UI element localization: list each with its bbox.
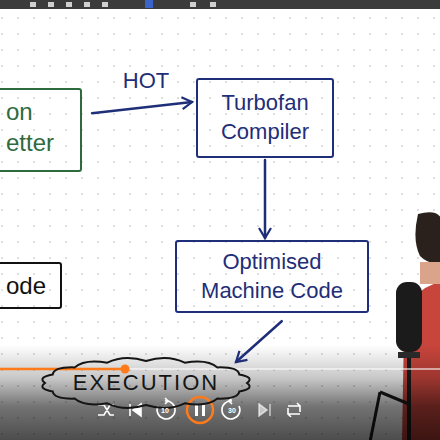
- arrow-connector: [236, 321, 282, 362]
- skip-forward-seconds: 30: [228, 407, 236, 414]
- next-icon: [259, 404, 270, 416]
- rewind-arrow: [165, 398, 168, 404]
- compiler-box: Turbofan Compiler: [196, 78, 334, 158]
- pause-bar: [202, 404, 205, 416]
- node-text: ode: [6, 270, 46, 301]
- progress-bar: [0, 365, 440, 374]
- edge-label: HOT: [120, 68, 172, 94]
- node-text: Optimised Machine Code: [187, 248, 357, 305]
- node-text: EXECUTION: [73, 369, 219, 398]
- player-overlay: [0, 345, 440, 440]
- shuffle-icon: [98, 405, 114, 415]
- repeat-icon: [288, 403, 300, 417]
- bytecode-box: ode: [0, 262, 62, 309]
- interpreter-box: on etter: [0, 88, 82, 172]
- machine-code-box: Optimised Machine Code: [175, 240, 369, 313]
- execution-cloud: EXECUTION: [40, 356, 252, 410]
- skip-back-seconds: 10: [161, 407, 169, 414]
- pause-bar: [195, 404, 198, 416]
- arrow-connector: [92, 102, 192, 113]
- play-ring: [187, 397, 213, 423]
- cloud-path: [42, 358, 249, 408]
- top-toolbar: [0, 0, 440, 9]
- arrow-connector: [264, 160, 267, 238]
- node-text: on etter: [6, 96, 66, 158]
- node-text: Turbofan Compiler: [206, 89, 324, 146]
- player-controls: [98, 397, 300, 423]
